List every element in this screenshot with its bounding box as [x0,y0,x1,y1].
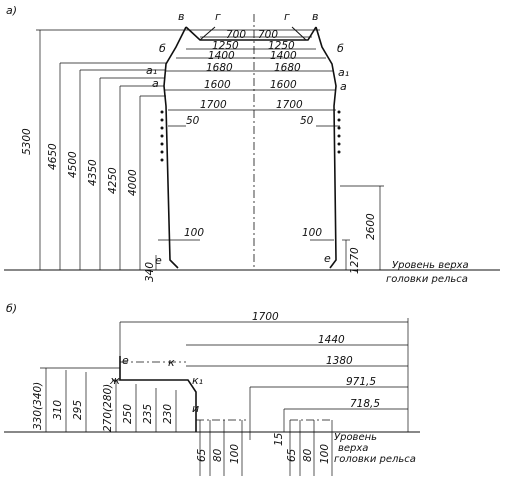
dim-1250-left: 1250 [212,40,239,52]
point-v-right: в [312,10,318,23]
dim-1270: 1270 [349,247,361,274]
dim-1700-left: 1700 [200,99,227,111]
point-v-left: в [178,10,184,23]
dim-1400-left: 1400 [208,50,235,62]
dim-b-718: 718,5 [350,398,380,410]
dim-b-1700: 1700 [252,311,279,323]
point-zh-b: ж [109,374,120,387]
roof-chamfer-right [291,26,307,41]
dim-b-330: 330(340) [32,382,44,430]
dim-1600-right: 1600 [270,79,297,91]
dim-b-250: 250 [122,404,134,424]
top-dimension-lines [164,36,340,127]
dim-b-1440: 1440 [318,334,345,346]
dim-b-65-right: 65 [286,448,298,462]
point-a1-left: a₁ [146,64,157,77]
point-a-right: a [340,80,347,93]
dim-b-100-left: 100 [229,444,241,464]
dim-4650: 4650 [47,143,59,170]
dim-50-right: 50 [300,115,314,127]
dim-4250: 4250 [107,167,119,194]
point-e-right: e [324,252,331,265]
dim-4500: 4500 [67,151,79,178]
dim-b-310: 310 [52,400,64,420]
point-e-left: e [155,254,162,267]
panel-b-dimension-lines [119,318,409,440]
point-i-b: и [192,402,199,415]
dim-b-230: 230 [162,404,174,424]
dim-700-left: 700 [226,29,246,41]
dim-50-left: 50 [186,115,200,127]
left-gauge-outline [163,26,187,269]
gauge-roof [185,26,317,41]
dim-100-right: 100 [302,227,322,239]
left-dotted-column [160,110,164,162]
rail-caption-a-2: головки рельса [386,274,468,285]
dim-700-right: 700 [258,29,278,41]
point-a-left: a [152,77,159,90]
dim-b-80-left: 80 [212,448,224,462]
point-g-left: г [215,10,221,23]
panel-b-bottom-dim-lines [199,420,333,476]
panel-b-label: б) [6,302,17,315]
dim-b-295: 295 [72,400,84,420]
point-k1-b: к₁ [192,374,203,387]
rail-caption-b-3: головки рельса [334,454,416,465]
dim-b-971: 971,5 [346,376,376,388]
dim-4000: 4000 [127,169,139,196]
dim-b-80-right: 80 [302,448,314,462]
dim-1680-right: 1680 [274,62,301,74]
panel-a-label: a) [6,4,17,17]
roof-chamfer-left [199,26,216,41]
panel-b-vertical-dim-lines [40,367,177,432]
point-b-right: б [337,42,344,55]
dim-b-270: 270(280) [102,384,114,432]
dim-1400-right: 1400 [270,50,297,62]
rail-caption-a-1: Уровень верха [392,260,469,271]
left-vertical-dimension-lines [39,30,166,270]
dim-1600-left: 1600 [204,79,231,91]
dim-b-1380: 1380 [326,355,353,367]
point-b-left: б [159,42,166,55]
rail-caption-b-1: Уровень [334,432,377,443]
dim-2600: 2600 [365,213,377,240]
dim-b-100-right: 100 [319,444,331,464]
dim-b-235: 235 [142,404,154,424]
rail-caption-b-2: верха [338,443,368,454]
dim-100-left: 100 [184,227,204,239]
dim-b-15: 15 [273,432,285,446]
dim-5300: 5300 [21,128,33,155]
right-dotted-column [337,110,341,154]
point-a1-right: a₁ [338,66,349,79]
dim-1700-right: 1700 [276,99,303,111]
dim-340: 340 [144,262,156,282]
dim-1680-left: 1680 [206,62,233,74]
dim-1250-right: 1250 [268,40,295,52]
point-e-b: e [122,354,129,367]
right-gauge-outline [315,26,337,269]
dim-b-65-left: 65 [196,448,208,462]
dim-4350: 4350 [87,159,99,186]
point-g-right: г [284,10,290,23]
point-k-b: к [168,356,175,369]
